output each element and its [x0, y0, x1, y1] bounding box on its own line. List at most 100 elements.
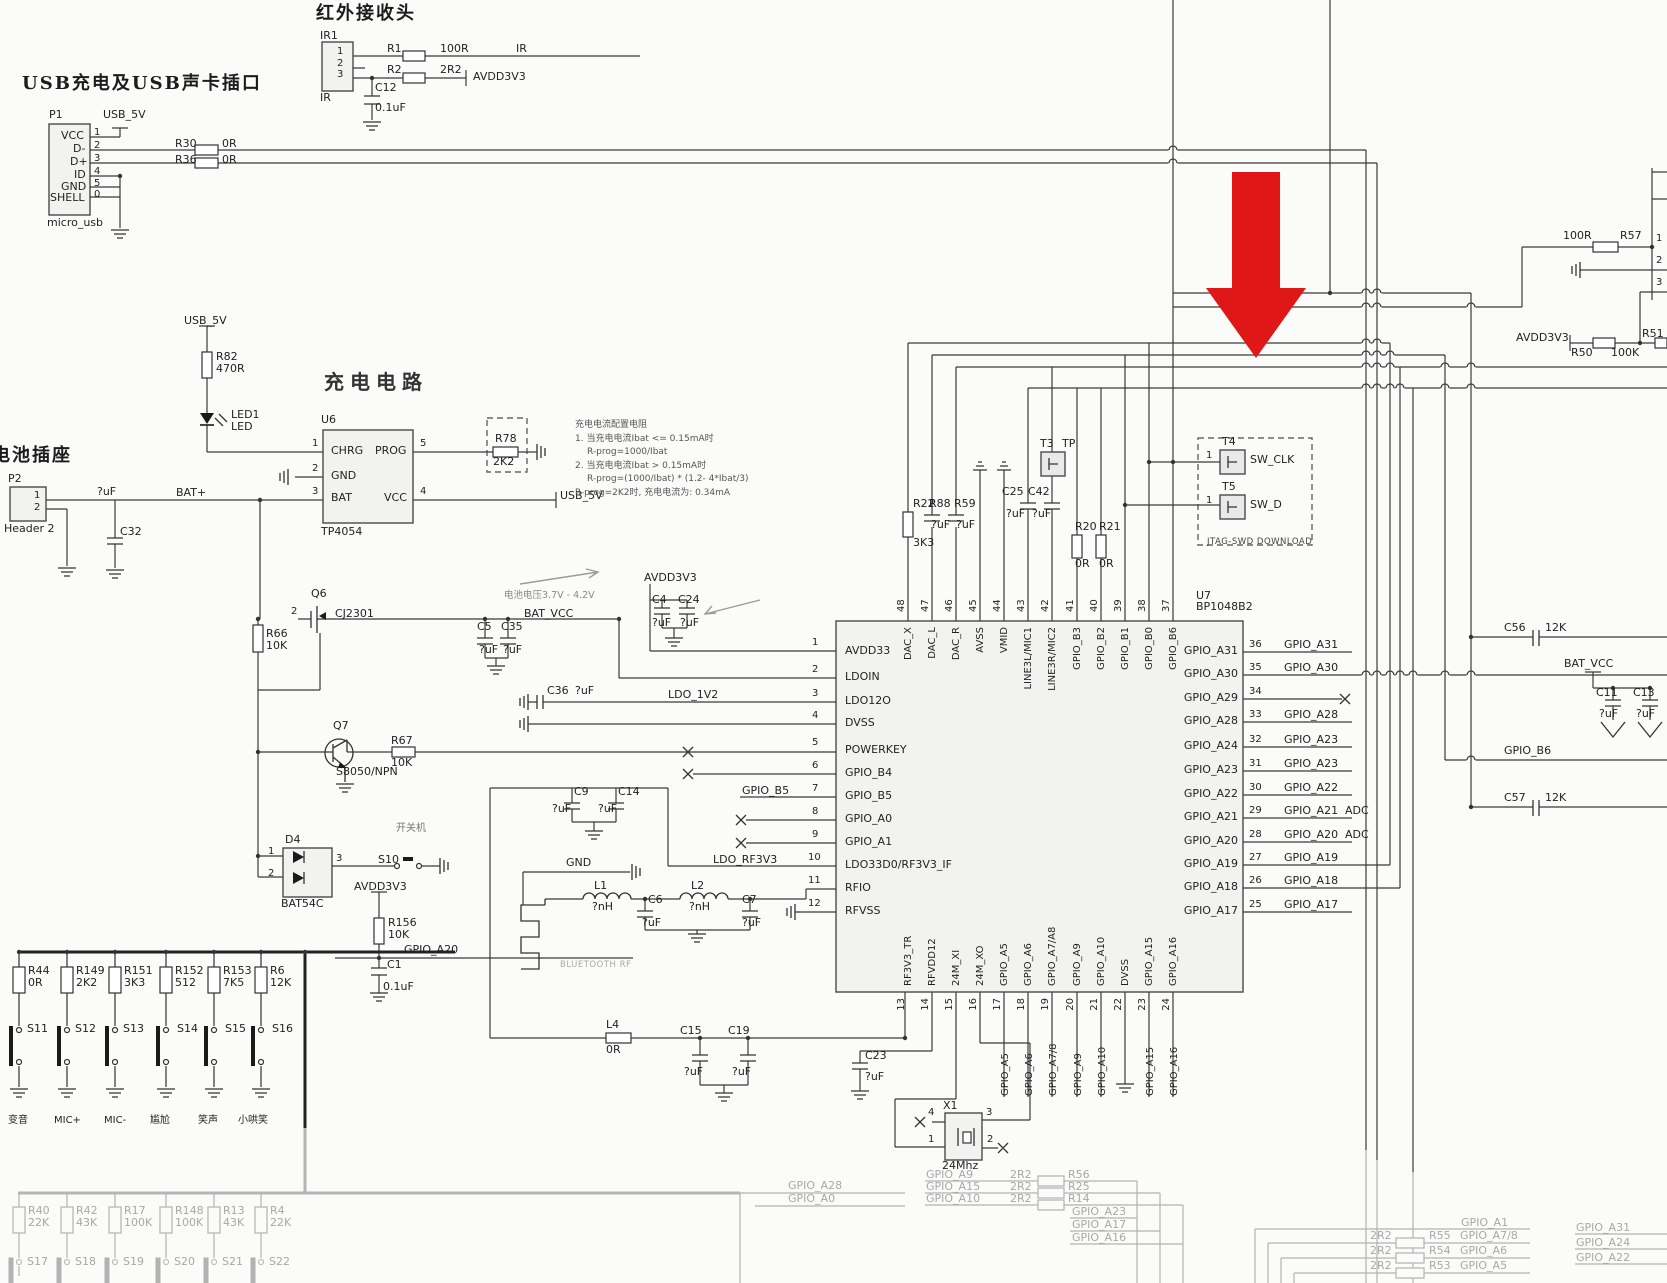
main_chip-label: 17 [992, 998, 1003, 1011]
main_chip-label: GPIO_A1 [845, 835, 893, 848]
main_chip-label: POWERKEY [845, 743, 907, 756]
key-rail [18, 950, 455, 1128]
usb-label: R30 [175, 137, 197, 150]
crystal-label: 24Mhz [942, 1159, 979, 1172]
ir_receiver-label: AVDD3V3 [473, 70, 526, 83]
charge_circuit-label: LED1 [231, 408, 260, 421]
main_chip-label: 7 [812, 783, 819, 794]
v-wires [66, 0, 1653, 1172]
main_chip-label: 44 [992, 599, 1003, 612]
main_chip-label: 34 [1249, 686, 1262, 697]
p1-microusb-body [48, 123, 91, 216]
usb-label: ID [74, 168, 86, 181]
bluetooth_rf-label: ?nH [689, 900, 711, 913]
usb-label: D- [73, 142, 86, 155]
main_chip-label: 3 [812, 688, 819, 699]
power_rail-label: 10K [266, 639, 288, 652]
adc_keys-label: S13 [123, 1022, 144, 1035]
usb-label: 0R [222, 153, 237, 166]
bluetooth_rf-label: ?uF [598, 802, 618, 815]
main_chip-label: 15 [944, 998, 955, 1011]
usb-label: SHELL [50, 191, 85, 204]
top_right-label: 100R [1563, 229, 1592, 242]
crystal-label: ?uF [865, 1070, 885, 1083]
mic_jtag_column-label: 1 [1206, 495, 1213, 506]
gray-section-wires [18, 1150, 1667, 1283]
main_chip-label: 16 [968, 998, 979, 1011]
main_chip-label: 27 [1249, 852, 1262, 863]
bluetooth_rf-label: ?nH [592, 900, 614, 913]
main_chip-label: 33 [1249, 709, 1262, 720]
main_chip-label: AVSS [975, 627, 986, 653]
right_mid-label: GPIO_B6 [1504, 744, 1552, 757]
adc_keys-label: 变音 [8, 1115, 28, 1126]
q7-base-lines [332, 739, 348, 782]
main_chip-label: 23 [1137, 998, 1148, 1011]
main_chip-label: 45 [968, 599, 979, 612]
power_rail-label: C24 [678, 593, 700, 606]
power_key-label: 开关机 [396, 823, 426, 834]
mic_jtag_column-label: ?uF [956, 518, 976, 531]
crystal-label: C15 [680, 1024, 702, 1037]
gray_bottom-label: GPIO_A22 [1576, 1251, 1631, 1264]
main_chip-label: GPIO_A15 [1145, 1046, 1156, 1096]
main_chip-label: 5 [812, 737, 819, 748]
power_key-label: 1 [268, 846, 275, 857]
mic_jtag_column-label: C42 [1028, 485, 1050, 498]
main_chip-label: GPIO_B0 [1144, 627, 1155, 670]
led-triangle [200, 413, 214, 424]
gray-resistors [12, 1175, 1425, 1279]
p2-header-body [9, 486, 47, 522]
battery_socket-label: Header 2 [4, 522, 55, 535]
ir_receiver-label: 红外接收头 [316, 3, 416, 24]
power_rail-label: BAT_VCC [524, 607, 574, 620]
mic_jtag_column-label: T4 [1222, 435, 1236, 448]
usb-label: 2 [94, 140, 101, 151]
main_chip-label: GPIO_A22 [1183, 787, 1238, 800]
crystal-label: X1 [943, 1099, 958, 1112]
battery_socket-label: 电池插座 [0, 445, 72, 466]
gray_bottom-label: R56 [1068, 1168, 1090, 1181]
right_mid-label: C13 [1633, 686, 1655, 699]
main_chip-label: GPIO_A31 [1284, 638, 1339, 651]
adc_keys-label: S12 [75, 1022, 96, 1035]
mic_jtag_column-label: R20 [1075, 520, 1097, 533]
adc_keys-label: R6 [270, 964, 285, 977]
main_chip-label: 28 [1249, 829, 1262, 840]
adc_keys-label: 7K5 [223, 976, 245, 989]
gray_bottom-label: GPIO_A7/8 [1460, 1229, 1518, 1242]
gray_bottom-label: S22 [269, 1255, 290, 1268]
main_chip-label: DAC_X [903, 627, 914, 661]
mic_jtag_column-label: R59 [954, 497, 976, 510]
main_chip-label: GPIO_A30 [1183, 667, 1238, 680]
main_chip-label: U7 [1196, 589, 1212, 602]
power_key-label: 10K [388, 928, 410, 941]
gray_bottom-label: 100K [124, 1216, 153, 1229]
main_chip-label: GPIO_A20 [1183, 834, 1238, 847]
usb-label: 5 [94, 178, 101, 189]
main_chip-label: 32 [1249, 734, 1262, 745]
gray_bottom-label: R42 [76, 1204, 98, 1217]
chip_left_nets-label: LDO_RF3V3 [713, 853, 778, 866]
mic_jtag_column-label: TP [1062, 437, 1076, 450]
gray_bottom-label: GPIO_A17 [1072, 1218, 1127, 1231]
main_chip-label: 22 [1113, 998, 1124, 1011]
gray_bottom-label: S19 [123, 1255, 144, 1268]
main_chip-label: GPIO_A5 [1000, 1053, 1011, 1096]
ir1-connector-body [321, 41, 354, 92]
main_chip-label: GPIO_A7/A8 [1047, 926, 1058, 986]
adc_keys-label: 尴尬 [150, 1115, 170, 1126]
adc_keys-label: R152 [175, 964, 204, 977]
main_chip-label: 19 [1040, 998, 1051, 1011]
power_key-label: 0.1uF [383, 980, 414, 993]
bluetooth_rf-label: BLUETOOTH RF [560, 960, 632, 970]
ground-symbols [10, 121, 1134, 1102]
main_chip-label: GPIO_B1 [1120, 627, 1131, 670]
ic-boxes [9, 41, 1246, 1161]
main_chip-label: GPIO_A16 [1168, 936, 1179, 986]
gray_bottom-label: 22K [28, 1216, 50, 1229]
main_chip-label: GPIO_A29 [1183, 691, 1238, 704]
charge_circuit-label: 充电电流配置电阻 [575, 420, 648, 430]
power_key-label: 2 [268, 868, 275, 879]
gray_bottom-label: R13 [223, 1204, 245, 1217]
